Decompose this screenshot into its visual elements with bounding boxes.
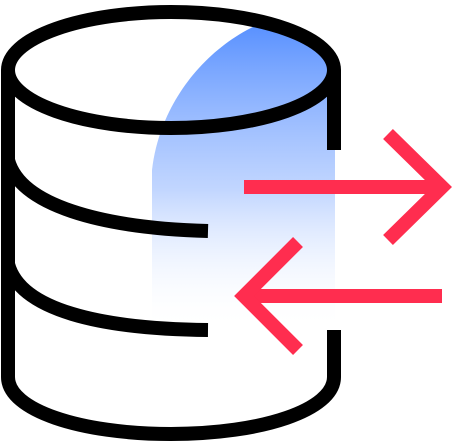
- highlight-gradient: [152, 18, 335, 330]
- database-cylinder-icon: [1, 5, 341, 441]
- arrow-right-icon: [244, 129, 452, 245]
- arrow-left-icon: [234, 237, 442, 355]
